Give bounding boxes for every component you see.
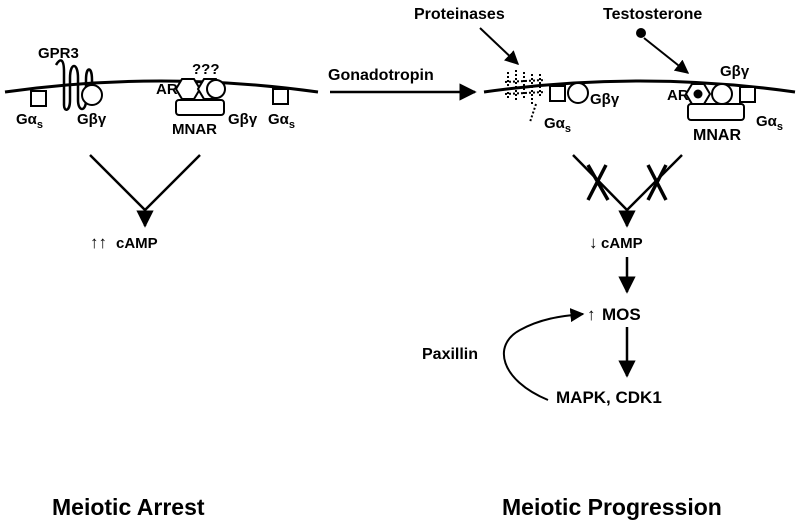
- proteinases-arrow: [479, 27, 520, 65]
- testosterone-dot-icon: [636, 28, 646, 38]
- block-x-icon-2: [646, 164, 668, 201]
- g-alpha-label-right-1: Gαs: [544, 115, 571, 135]
- g-alpha-box-left-1: [30, 90, 47, 107]
- gonadotropin-label: Gonadotropin: [328, 67, 434, 84]
- g-beta-gamma-label-right-2: Gβγ: [720, 63, 750, 80]
- gpr3-receptor-icon: [54, 59, 94, 111]
- left-v-line-2: [144, 154, 201, 211]
- mnar-label-left: MNAR: [172, 121, 217, 138]
- g-alpha-box-left-2: [272, 88, 289, 105]
- g-alpha-box-right-2: [739, 86, 756, 103]
- g-beta-gamma-circle-right-2: [711, 83, 733, 105]
- g-beta-gamma-label-right-1: Gβγ: [590, 91, 620, 108]
- mnar-label-right: MNAR: [693, 127, 741, 144]
- g-alpha-label-left-1: Gαs: [16, 111, 43, 131]
- paxillin-label: Paxillin: [422, 346, 478, 363]
- left-camp-up-arrows: ↑↑: [90, 233, 107, 252]
- ar-label-right: AR: [667, 87, 689, 104]
- g-alpha-label-left-2: Gαs: [268, 111, 295, 131]
- ar-bound-testosterone-icon: [693, 89, 703, 99]
- unknown-ligand-label: ???: [192, 61, 220, 78]
- g-beta-gamma-circle-right-1: [567, 82, 589, 104]
- g-beta-gamma-label-mnar-left: Gβγ: [228, 111, 258, 128]
- mapk-cdk1-label: MAPK, CDK1: [556, 388, 662, 407]
- left-membrane: [4, 79, 319, 94]
- gpr3-label: GPR3: [38, 45, 79, 62]
- testosterone-label: Testosterone: [603, 6, 702, 23]
- right-camp-label: cAMP: [601, 235, 643, 252]
- mnar-box-right: [687, 103, 745, 121]
- block-x-icon-1: [586, 164, 610, 201]
- testosterone-arrow: [643, 37, 690, 74]
- degraded-receptor-icon: [504, 70, 546, 123]
- right-camp-down-arrow: ↓: [589, 233, 598, 252]
- g-beta-gamma-label-left: Gβγ: [77, 111, 107, 128]
- g-alpha-box-right-1: [549, 85, 566, 102]
- g-beta-gamma-circle-mnar-left: [206, 79, 226, 99]
- mos-up-arrow: ↑: [587, 305, 596, 324]
- right-v-line-2: [626, 154, 683, 211]
- meiotic-arrest-caption: Meiotic Arrest: [52, 494, 205, 520]
- paxillin-feedback-arrow: [502, 308, 585, 401]
- meiotic-progression-caption: Meiotic Progression: [502, 494, 722, 520]
- ar-label-left: AR: [156, 81, 178, 98]
- left-camp-label: cAMP: [116, 235, 158, 252]
- g-beta-gamma-circle-left: [81, 84, 103, 106]
- ar-hexagon-left-1: [174, 78, 202, 100]
- mos-label: MOS: [602, 305, 641, 324]
- mnar-box-left: [175, 99, 225, 116]
- left-v-line-1: [89, 154, 146, 211]
- g-alpha-label-right-2: Gαs: [756, 113, 783, 133]
- proteinases-label: Proteinases: [414, 6, 505, 23]
